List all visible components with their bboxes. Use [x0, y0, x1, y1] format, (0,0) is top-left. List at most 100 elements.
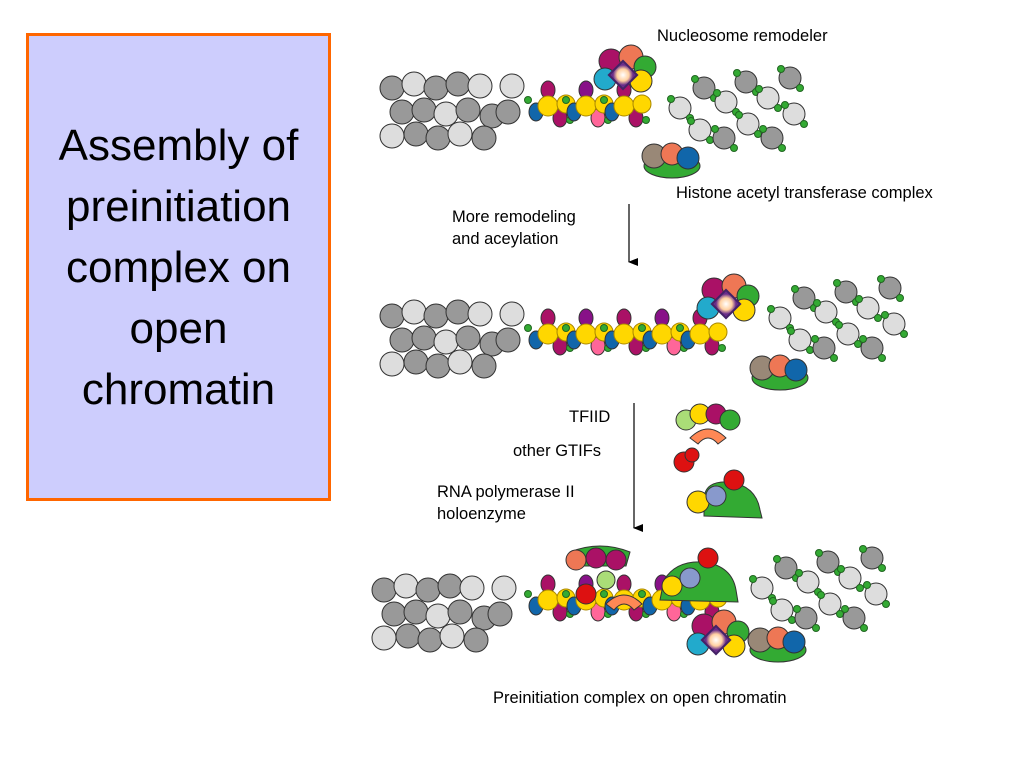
pic-subunit [661, 575, 683, 597]
label-other-gtifs: other GTIFs [513, 442, 602, 460]
nucleosome-open [714, 90, 738, 114]
acetyl-mark [806, 346, 814, 354]
acetylated-histone [708, 322, 728, 342]
acetylated-histone [613, 323, 635, 345]
acetyl-mark [730, 144, 738, 152]
nucleosome-compact [471, 125, 497, 151]
nucleosome-open [736, 112, 760, 136]
nucleosome-compact [425, 125, 451, 151]
nucleosome-open [712, 126, 736, 150]
acetyl-mark [837, 565, 845, 573]
nucleosome-compact [423, 303, 449, 329]
nucleosome-open [842, 606, 866, 630]
hat-subunit [782, 630, 806, 654]
pic-tbp [605, 594, 643, 611]
acetyl-mark [638, 324, 646, 332]
nucleosome-compact [371, 577, 397, 603]
nucleosome-compact [379, 303, 405, 329]
nucleosome-open [834, 280, 858, 304]
transcription-factors [565, 403, 763, 611]
nucleosome-open [816, 550, 840, 574]
remodeler-core-icon [710, 288, 742, 320]
nucleosome-compact [425, 353, 451, 379]
nucleosome-compact [411, 97, 437, 123]
nucleosome-compact [459, 575, 485, 601]
nucleosome-compact [495, 99, 521, 125]
acetyl-mark [793, 605, 801, 613]
nucleosome-compact [499, 73, 525, 99]
nucleosome-compact [491, 575, 517, 601]
slide-title: Assembly of preinitiation complex on ope… [58, 120, 299, 414]
tfiid-subunit [719, 409, 741, 431]
acetyl-mark [777, 65, 785, 73]
acetyl-mark [795, 569, 803, 577]
acetyl-mark [833, 279, 841, 287]
nucleosome-compact [467, 73, 493, 99]
acetyl-mark [718, 344, 726, 352]
acetyl-mark [817, 591, 825, 599]
rna-pol-subunit [705, 485, 727, 507]
acetyl-mark [759, 125, 767, 133]
nucleosome-compact [379, 123, 405, 149]
label-nucleosome-remodeler: Nucleosome remodeler [657, 27, 828, 45]
acetyl-mark [735, 111, 743, 119]
nucleosome-compact [455, 325, 481, 351]
acetylated-histone [537, 95, 559, 117]
nucleosome-open [796, 570, 820, 594]
nucleosome-compact [433, 329, 459, 355]
acetyl-mark [859, 335, 867, 343]
nucleosome-compact [417, 627, 443, 653]
nucleosome-open [768, 306, 792, 330]
nucleosome-open [812, 336, 836, 360]
gtif-subunit [684, 447, 700, 463]
acetyl-mark [642, 116, 650, 124]
pic-subunit [565, 549, 587, 571]
acetyl-mark [881, 311, 889, 319]
pic-subunit [605, 549, 627, 571]
nucleosome-compact [455, 97, 481, 123]
nucleosome-open [750, 576, 774, 600]
acetyl-mark [860, 624, 868, 632]
acetyl-mark [830, 354, 838, 362]
acetyl-mark [877, 275, 885, 283]
acetylated-histone [575, 95, 597, 117]
title-box: Assembly of preinitiation complex on ope… [26, 33, 331, 501]
label-tfiid: TFIID [569, 408, 611, 426]
nucleosome-open [770, 598, 794, 622]
acetyl-mark [791, 285, 799, 293]
nucleosome-compact [463, 627, 489, 653]
nucleosome-compact [447, 121, 473, 147]
acetyl-mark [855, 295, 863, 303]
acetylated-histone [632, 94, 652, 114]
acetyl-mark [878, 564, 886, 572]
nucleosome-open [860, 546, 884, 570]
nucleosome-compact [389, 99, 415, 125]
acetyl-mark [788, 616, 796, 624]
nucleosome-open [864, 582, 888, 606]
acetyl-mark [900, 330, 908, 338]
nucleosome-open [788, 328, 812, 352]
acetyl-mark [562, 590, 570, 598]
nucleosome-open [778, 66, 802, 90]
acetyl-mark [767, 305, 775, 313]
pic-subunit [679, 567, 701, 589]
acetyl-mark [638, 590, 646, 598]
acetyl-mark [774, 104, 782, 112]
acetyl-mark [749, 575, 757, 583]
nucleosome-open [818, 592, 842, 616]
pic-subunit [697, 547, 719, 569]
nucleosome-compact [439, 623, 465, 649]
acetyl-mark [524, 324, 532, 332]
nucleosome-open [692, 76, 716, 100]
nucleosome-open [734, 70, 758, 94]
nucleosome-open [838, 566, 862, 590]
label-rna-polymerase: RNA polymerase II holoenzyme [437, 483, 575, 523]
hat-subunit [676, 146, 700, 170]
acetylated-histone [689, 323, 711, 345]
acetyl-mark [524, 96, 532, 104]
nucleosome-compact [471, 353, 497, 379]
nucleosome-compact [425, 603, 451, 629]
nucleosome-open [814, 300, 838, 324]
nucleosome-open [688, 118, 712, 142]
